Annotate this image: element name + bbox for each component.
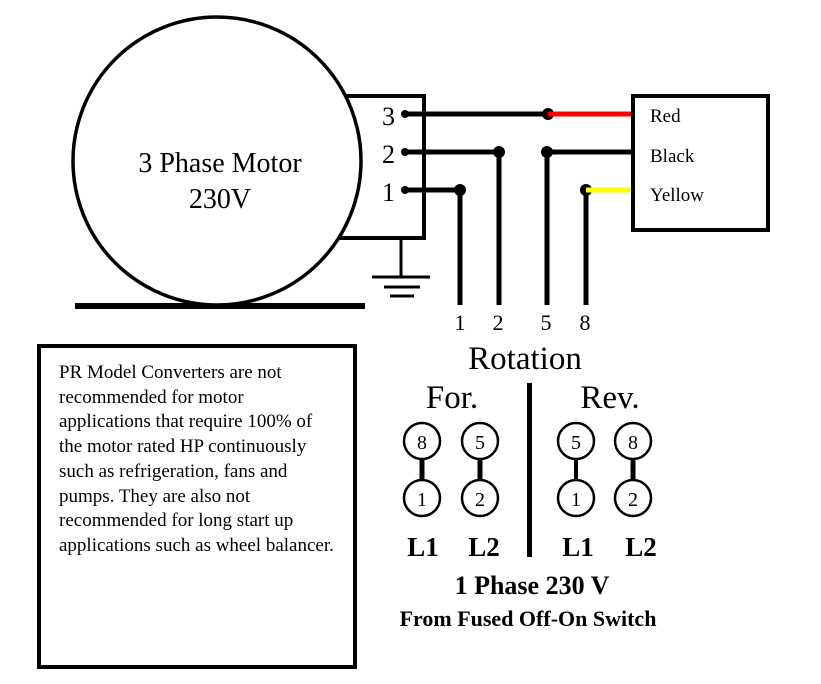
lead-number-1: 1: [455, 310, 466, 335]
terminal-2-label: 2: [382, 140, 395, 169]
reverse-l1-top-lead: 5: [571, 432, 581, 454]
forward-l2-top-lead: 5: [475, 432, 485, 454]
wire-black: [541, 146, 633, 305]
supply-subtitle: From Fused Off-On Switch: [400, 606, 657, 631]
wire-yellow-lead: [580, 184, 592, 305]
reverse-l1-bottom-lead: 1: [571, 489, 581, 511]
rotation-divider: [527, 383, 532, 557]
reverse-pair-l1: 5 1: [556, 421, 596, 518]
warning-note-text: PR Model Converters are not recommended …: [59, 362, 334, 556]
warning-note-box: PR Model Converters are not recommended …: [37, 344, 357, 669]
motor-label: 3 Phase Motor: [138, 148, 302, 179]
wire-terminal-1: [401, 184, 466, 305]
motor-voltage: 230V: [189, 184, 251, 215]
terminal-1-label: 1: [382, 178, 395, 207]
forward-l1-bottom-lead: 1: [417, 489, 427, 511]
rotation-title: Rotation: [468, 341, 582, 377]
lead-number-2: 2: [493, 310, 504, 335]
wire-terminal-2: [401, 146, 505, 305]
ground-icon: [372, 238, 430, 298]
forward-l2-bottom-lead: 2: [475, 489, 485, 511]
lead-number-8: 8: [580, 310, 591, 335]
forward-pair-l1: 8 1: [402, 421, 442, 518]
reverse-l1-label: L1: [562, 532, 594, 562]
forward-label: For.: [426, 380, 478, 416]
forward-pair-l2: 5 2: [460, 421, 500, 518]
reverse-pair-l2: 8 2: [613, 421, 653, 518]
supply-title: 1 Phase 230 V: [455, 571, 610, 600]
reverse-l2-label: L2: [625, 532, 657, 562]
forward-l2-label: L2: [468, 532, 500, 562]
converter-box: [631, 94, 770, 232]
reverse-label: Rev.: [580, 380, 639, 416]
wire-label-red: Red: [650, 106, 681, 127]
forward-l1-label: L1: [407, 532, 439, 562]
wire-label-black: Black: [650, 146, 695, 167]
motor-circle: [71, 15, 363, 307]
reverse-l2-top-lead: 8: [628, 432, 638, 454]
terminal-3-label: 3: [382, 102, 395, 131]
wire-label-yellow: Yellow: [650, 185, 704, 206]
reverse-l2-bottom-lead: 2: [628, 489, 638, 511]
lead-number-5: 5: [541, 310, 552, 335]
forward-l1-top-lead: 8: [417, 432, 427, 454]
